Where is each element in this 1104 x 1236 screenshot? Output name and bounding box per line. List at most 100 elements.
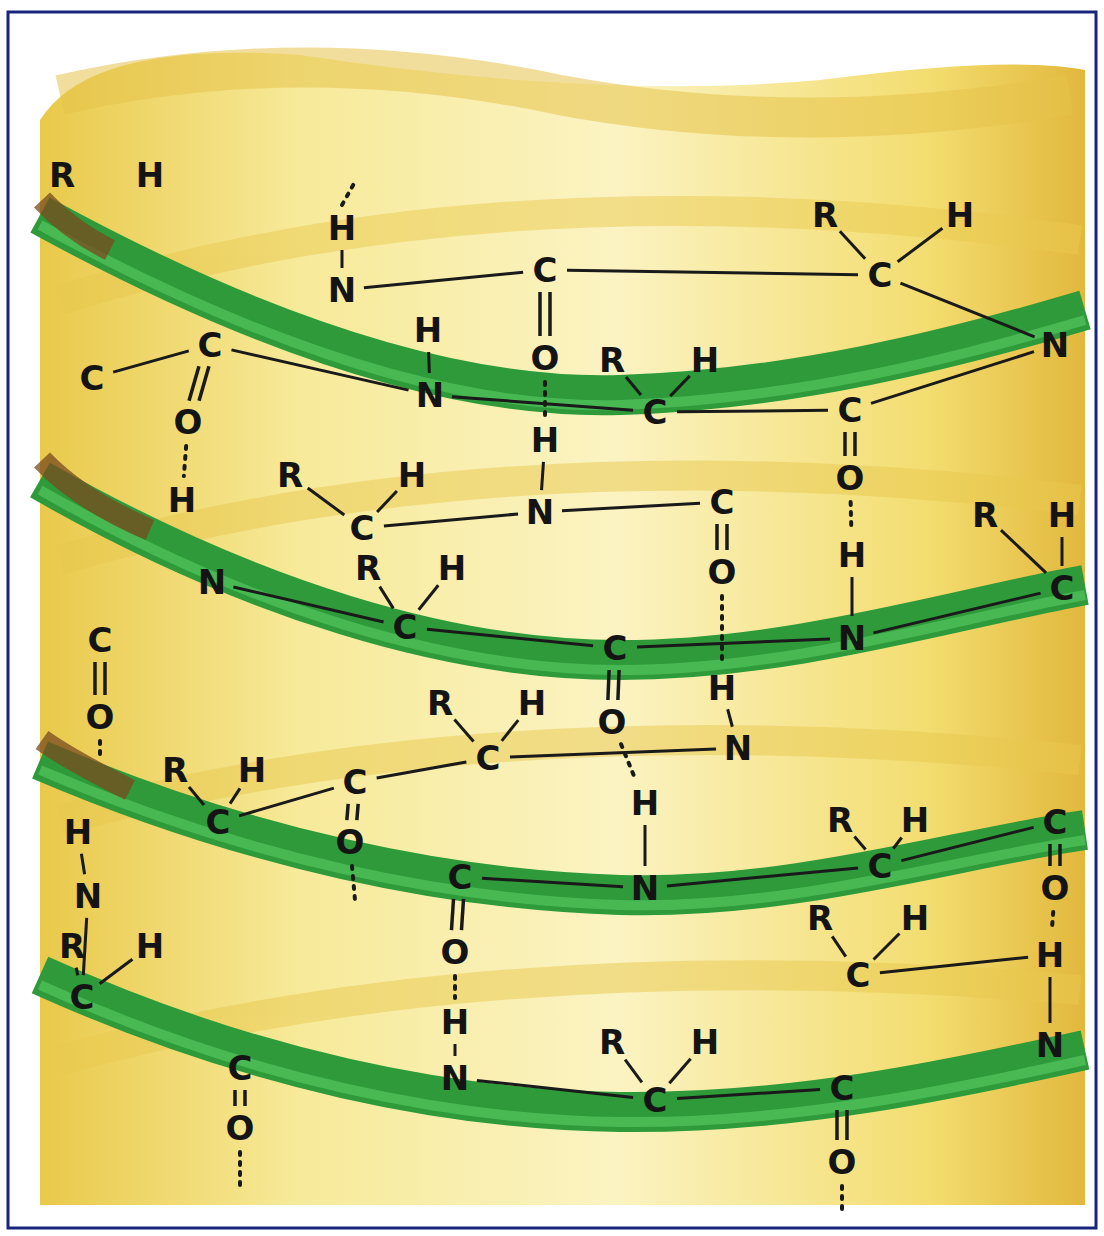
atom-label: N [1036,1028,1064,1062]
hydrogen-bond [453,976,457,998]
atom-label: H [946,198,974,232]
atom-label: N [198,565,226,599]
single-bond [728,709,733,726]
single-bond [1001,530,1046,573]
single-bond [832,936,846,956]
single-bond [851,577,854,616]
atom-label: O [336,825,365,859]
single-bond [230,788,240,803]
single-bond [341,250,344,268]
double-bond [843,432,847,456]
atom-label: C [448,860,473,894]
hydrogen-bond [543,382,547,416]
double-bond [189,366,199,401]
atom-label: H [838,538,866,572]
single-bond [380,587,394,609]
hydrogen-bond [184,446,186,476]
atom-label: H [901,901,929,935]
atom-label: H [414,313,442,347]
atom-label: H [1048,498,1076,532]
double-bond [853,432,857,456]
atom-label: R [355,551,381,585]
single-bond [898,228,943,262]
hydrogen-bond [720,596,724,664]
single-bond [644,825,647,866]
atom-label: N [838,621,866,655]
atom-label: H [1036,938,1064,972]
hydrogen-bond [98,741,102,760]
atom-label: C [350,511,375,545]
atom-label: C [393,610,418,644]
single-bond [677,1089,820,1098]
single-bond [308,488,345,515]
single-bond [454,1044,457,1056]
atom-label: H [631,786,659,820]
single-bond [667,868,858,886]
atom-label: R [59,929,85,963]
single-bond [677,410,828,412]
single-bond [625,1060,642,1083]
atom-label: C [1043,805,1068,839]
atom-label: C [198,328,223,362]
frame [8,12,1096,1228]
atom-label: H [531,423,559,457]
double-bond [548,292,552,336]
double-bond [608,670,609,700]
atom-label: H [691,1025,719,1059]
single-bond [1049,977,1052,1023]
atom-label: C [868,849,893,883]
atom-label: C [868,258,893,292]
atom-label: O [836,461,865,495]
atom-label: C [710,485,735,519]
atom-label: C [603,631,628,665]
single-bond [81,854,84,875]
single-bond [900,283,1034,337]
single-bond [562,503,700,511]
atom-label: N [631,871,659,905]
atom-label: H [136,929,164,963]
atom-label: R [162,753,188,787]
atom-label: H [708,671,736,705]
atom-label: C [533,253,558,287]
double-bond [618,670,619,700]
atom-label: R [49,158,75,192]
atom-label: C [1050,571,1075,605]
single-bond [502,720,519,741]
single-bond [231,350,408,390]
single-bond [419,585,439,610]
atom-label: O [598,705,627,739]
atom-label: O [226,1111,255,1145]
ribbon-top [60,68,1070,118]
atom-label: C [206,805,231,839]
atom-label: R [277,458,303,492]
double-bond [538,292,542,336]
atom-label: N [328,273,356,307]
atom-label: O [441,935,470,969]
double-bond [243,1090,247,1106]
single-bond [626,377,641,395]
double-bond [199,366,209,401]
double-bond [461,899,463,930]
atom-label: N [526,495,554,529]
atom-label: C [343,765,368,799]
single-bond [364,272,523,288]
single-bond [873,593,1040,633]
single-bond [670,376,690,396]
atom-label: R [812,198,838,232]
hydrogen-bond [840,1186,844,1212]
single-bond [1061,537,1064,566]
atom-label: H [901,803,929,837]
hydrogen-bond [849,502,854,531]
double-bond [233,1090,237,1106]
atom-label: H [438,551,466,585]
single-bond [427,352,431,373]
single-bond [113,351,189,372]
double-bond [835,1110,839,1140]
atom-label: H [168,483,196,517]
atom-label: R [827,803,853,837]
atom-label: N [724,731,752,765]
atom-label: O [708,555,737,589]
atom-label: H [441,1005,469,1039]
atom-label: C [830,1071,855,1105]
